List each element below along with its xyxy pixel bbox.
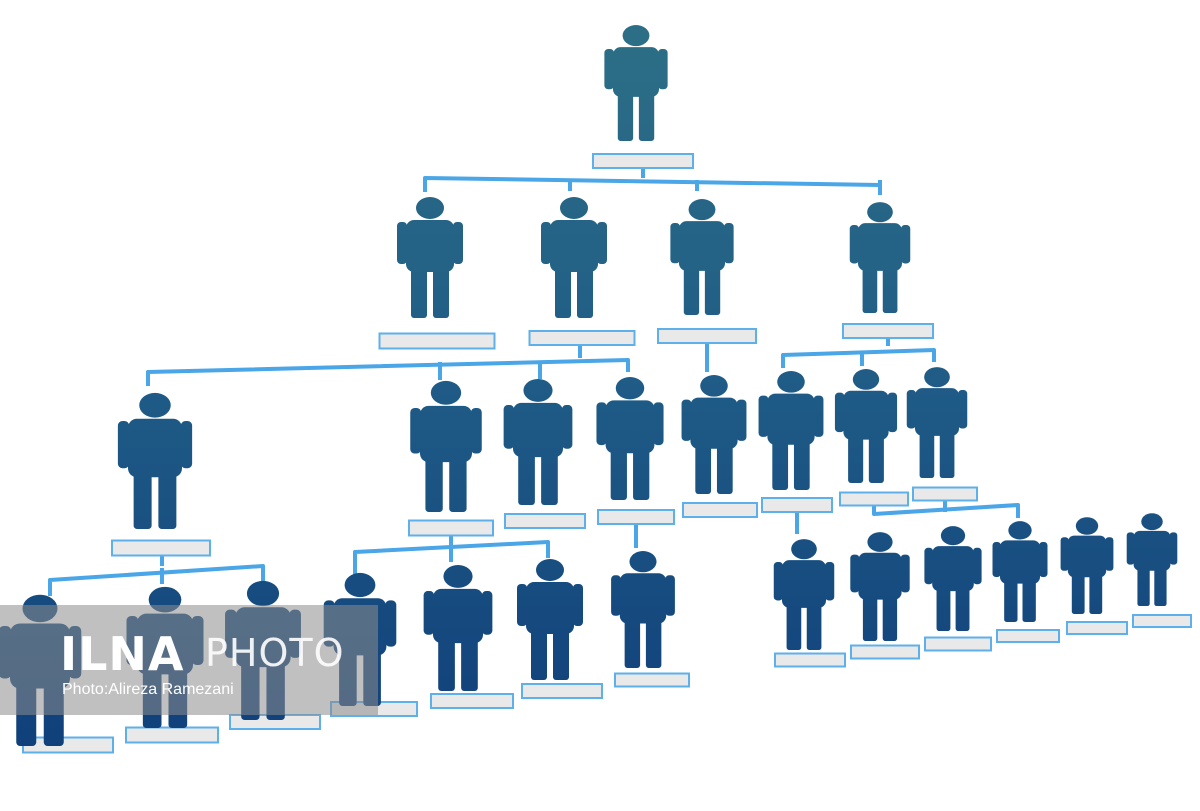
name-box — [22, 736, 114, 754]
name-box — [430, 693, 514, 709]
name-box — [761, 497, 833, 513]
person-icon — [517, 559, 583, 680]
person-icon — [611, 551, 675, 668]
watermark-brand: ILNA — [60, 627, 185, 681]
name-box — [924, 636, 992, 652]
name-box — [592, 153, 694, 169]
name-box — [1132, 614, 1192, 628]
connector-line — [423, 176, 882, 195]
watermark-credit: Photo:Alireza Ramezani — [62, 681, 234, 698]
name-box — [1066, 621, 1128, 635]
person-icon — [503, 378, 573, 505]
person-icon — [850, 532, 910, 641]
person-icon — [758, 371, 824, 490]
person-icon — [541, 197, 607, 318]
name-box — [378, 332, 496, 350]
person-icon — [834, 369, 898, 483]
person-icon — [849, 202, 911, 313]
name-box — [839, 491, 909, 507]
name-box — [850, 644, 920, 660]
person-icon — [992, 521, 1048, 622]
name-box — [682, 502, 758, 518]
person-icon — [117, 392, 193, 529]
connector-line — [353, 540, 550, 578]
person-icon — [410, 380, 482, 512]
name-box — [111, 539, 211, 557]
person-icon — [670, 199, 734, 315]
name-box — [125, 726, 219, 744]
connector-line — [781, 348, 936, 368]
connector-line — [48, 564, 265, 596]
name-box — [408, 519, 494, 537]
name-box — [996, 629, 1060, 643]
connector-line — [146, 358, 630, 386]
person-icon — [397, 197, 463, 318]
name-box — [912, 486, 978, 502]
name-box — [504, 513, 586, 529]
person-icon — [1126, 513, 1178, 606]
person-icon — [1060, 517, 1114, 614]
person-icon — [596, 376, 664, 500]
person-icon — [681, 375, 747, 494]
person-icon — [924, 526, 982, 631]
name-box — [842, 323, 934, 339]
name-box — [521, 683, 603, 699]
name-box — [774, 652, 846, 668]
person-icon — [906, 367, 968, 478]
person-icon — [773, 539, 835, 650]
person-figures — [0, 25, 1178, 746]
connector-lines — [48, 168, 1020, 596]
name-box — [528, 330, 636, 346]
name-box — [597, 509, 675, 525]
name-box — [657, 328, 757, 344]
watermark: ILNA PHOTO Photo:Alireza Ramezani — [0, 605, 378, 715]
name-box — [614, 672, 690, 688]
person-icon — [423, 564, 493, 691]
watermark-brand-suffix: PHOTO — [205, 631, 345, 675]
person-icon — [604, 25, 668, 141]
